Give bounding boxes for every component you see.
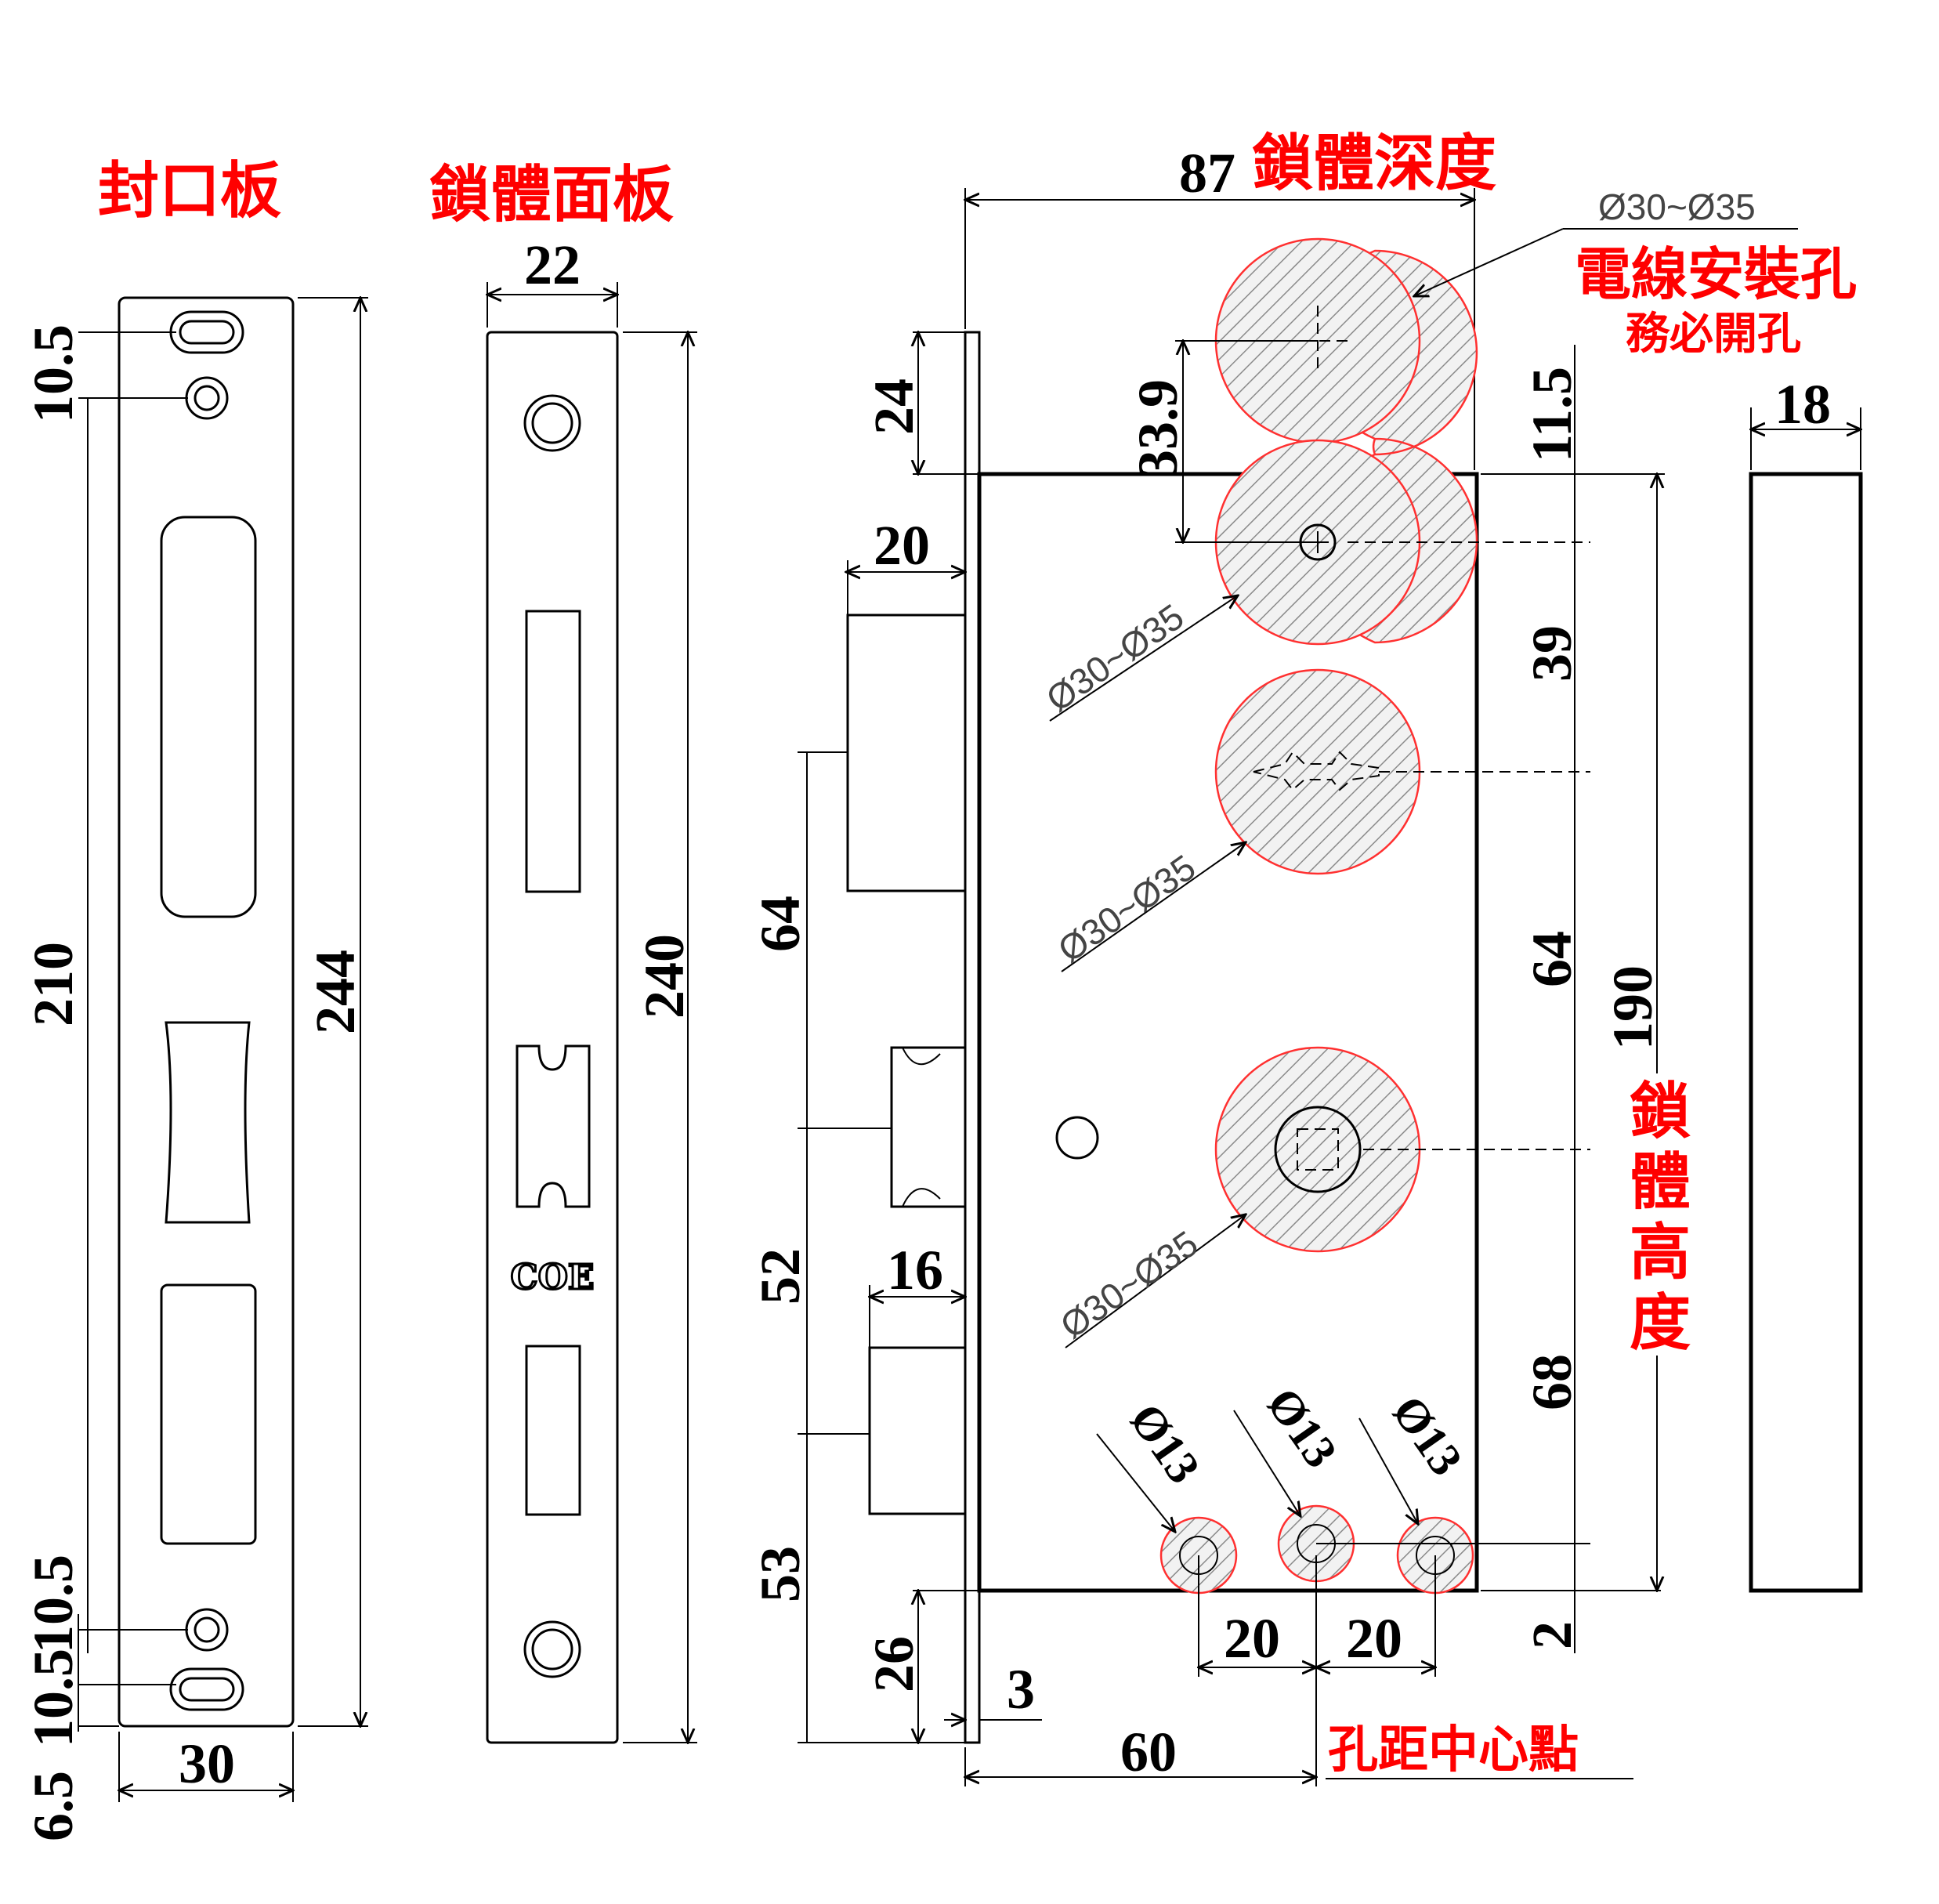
dim-68: 68	[1521, 1354, 1583, 1410]
dim-210: 210	[22, 942, 85, 1026]
deadbolt	[868, 1346, 967, 1515]
dim-10-5-top: 10.5	[22, 324, 85, 423]
slot-hole-top	[169, 310, 244, 354]
body-height-label-4: 度	[1630, 1287, 1691, 1359]
dim-20-b: 20	[1346, 1607, 1402, 1670]
dim-87: 87	[1179, 142, 1235, 205]
screw-hole-bottom	[523, 1620, 581, 1678]
dim-52: 52	[749, 1248, 812, 1305]
body-height-label-3: 高	[1630, 1217, 1691, 1288]
spindle-hub	[1274, 1106, 1362, 1193]
dim-24: 24	[863, 378, 925, 435]
sealing-plate-title: 封口板	[98, 155, 281, 226]
dim-6-5: 6.5	[22, 1771, 85, 1841]
dim-244: 244	[304, 950, 367, 1034]
round-hole-bottom	[185, 1608, 229, 1652]
small-hole-dia-1: Ø13	[1120, 1395, 1210, 1493]
sealing-plate-outline	[118, 296, 295, 1728]
latch-slot	[525, 610, 581, 893]
square-spindle	[1297, 1128, 1339, 1171]
brand-logo: COE	[511, 1258, 595, 1298]
round-hole-top	[185, 376, 229, 420]
dim-64-left: 64	[749, 896, 812, 952]
deadbolt-slot	[525, 1345, 581, 1516]
cylinder-cam	[1253, 751, 1380, 791]
dim-22: 22	[524, 233, 581, 296]
dim-190: 190	[1601, 965, 1664, 1050]
dim-39: 39	[1521, 625, 1583, 682]
small-hole-dia-2: Ø13	[1257, 1379, 1347, 1477]
dim-30: 30	[179, 1732, 235, 1795]
small-hole-dia-3: Ø13	[1382, 1387, 1472, 1485]
body-depth-label: 鎖體深度	[1252, 128, 1496, 199]
faceplate-outline	[486, 331, 619, 1744]
lock-body-outline	[977, 472, 1479, 1593]
sealing-plate-view: 封口板 10.5 210 244 10.5 10.5 6.5 30	[22, 155, 368, 1841]
dim-33-9: 33.9	[1127, 379, 1189, 478]
latch-opening	[160, 516, 257, 918]
lock-body-view: 87 鎖體深度	[749, 128, 1857, 1786]
dim-240: 240	[633, 934, 696, 1019]
guide-opening	[165, 1021, 251, 1224]
hole-dia-3: Ø30~Ø35	[1053, 1222, 1205, 1346]
dim-16: 16	[887, 1239, 943, 1301]
dim-53: 53	[749, 1546, 812, 1602]
wire-hole-label: 電線安裝孔	[1575, 241, 1857, 307]
dim-60: 60	[1120, 1721, 1177, 1783]
dim-20-a: 20	[1224, 1607, 1280, 1670]
cover-side-view: 18	[1749, 373, 1863, 1593]
dim-11-5: 11.5	[1521, 367, 1583, 462]
hole-dia-2: Ø30~Ø35	[1051, 846, 1203, 970]
must-open-label: 務必開孔	[1626, 308, 1801, 360]
dim-18: 18	[1774, 373, 1831, 436]
wire-hole-dia: Ø30~Ø35	[1598, 186, 1756, 227]
hole-dia-1: Ø30~Ø35	[1039, 595, 1191, 719]
deadbolt-opening	[160, 1283, 257, 1545]
small-hole	[1055, 1116, 1099, 1160]
dim-26: 26	[863, 1636, 925, 1692]
dim-10-5-mid: 10.5	[22, 1555, 85, 1653]
faceplate-view: 鎖體面板 COE 22 240	[429, 159, 697, 1743]
body-height-label-1: 鎖	[1630, 1076, 1691, 1147]
dim-20-latch: 20	[874, 514, 930, 577]
slot-hole-bottom	[169, 1667, 244, 1711]
faceplate-title: 鎖體面板	[429, 159, 674, 230]
guide-slot	[515, 1044, 591, 1208]
latch-bolt	[846, 614, 967, 892]
dim-3: 3	[1007, 1658, 1035, 1721]
body-faceplate-edge	[964, 331, 981, 1744]
screw-hole-top	[523, 394, 581, 452]
hole-center-label: 孔距中心點	[1328, 1721, 1579, 1779]
guide-bolt	[890, 1046, 967, 1208]
body-height-label-2: 體	[1630, 1146, 1691, 1218]
dim-2: 2	[1521, 1621, 1583, 1649]
cover-plate	[1749, 472, 1863, 1593]
dim-64-right: 64	[1521, 931, 1583, 987]
dim-10-5-low: 10.5	[22, 1649, 85, 1747]
